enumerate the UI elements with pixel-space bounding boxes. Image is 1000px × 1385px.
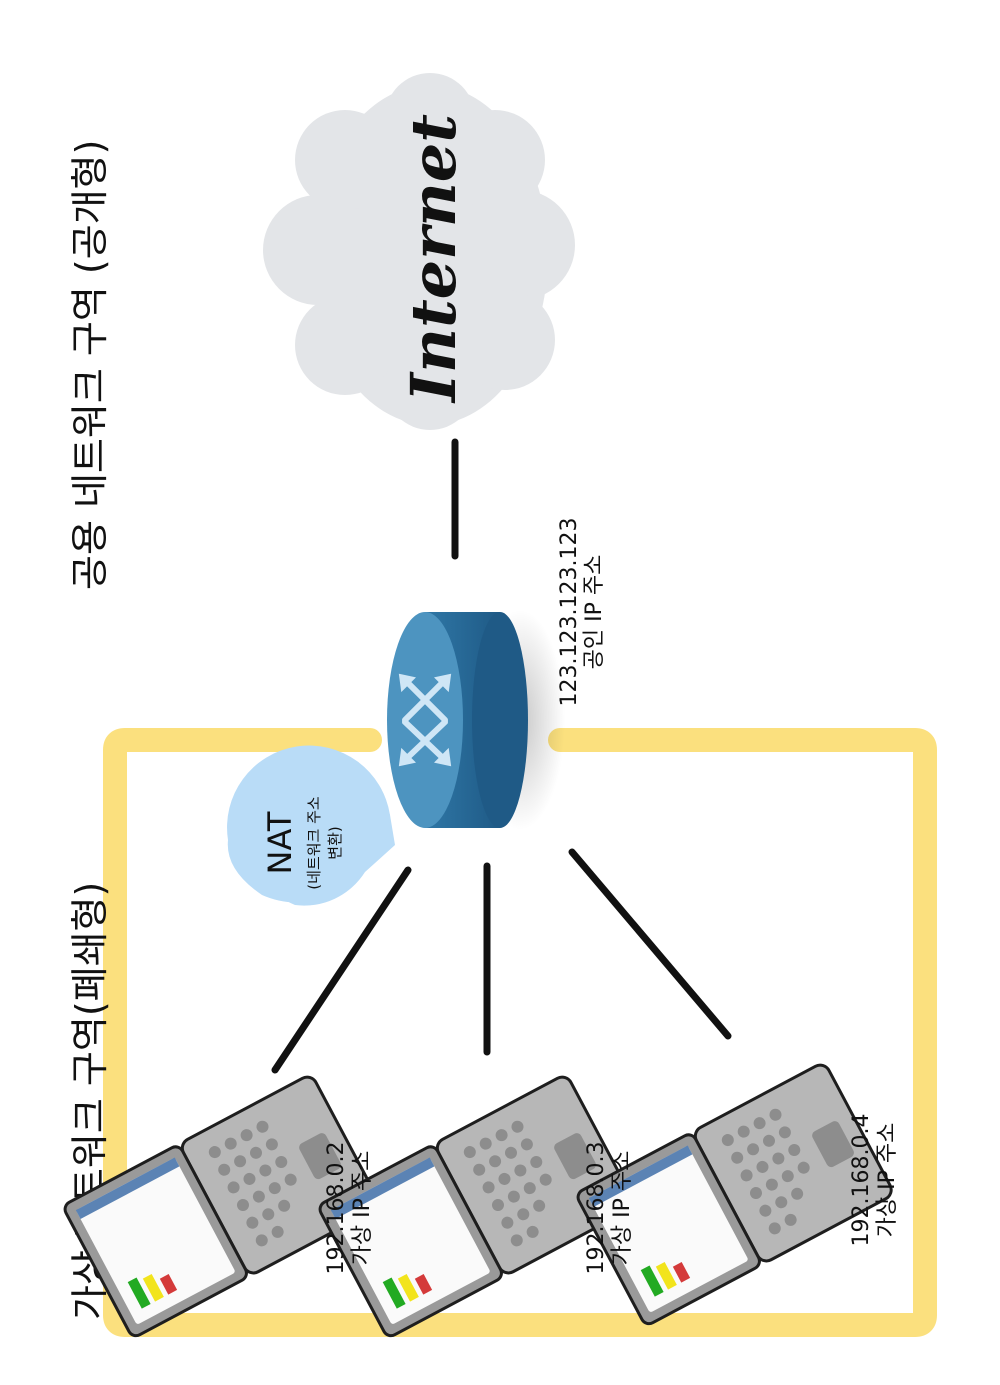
host-ip-type: 가상 IP 주소 bbox=[350, 1151, 375, 1266]
host-label-3: 192.168.0.4 가상 IP 주소 bbox=[849, 1114, 900, 1247]
public-zone-title: 공용 네트워크 구역 (공개형) bbox=[68, 140, 112, 590]
router-icon bbox=[387, 610, 565, 830]
nat-bubble bbox=[227, 745, 395, 906]
link-router-host-3 bbox=[568, 848, 732, 1040]
host-label-1: 192.168.0.2 가상 IP 주소 bbox=[324, 1142, 375, 1275]
host-ip: 192.168.0.2 bbox=[324, 1142, 349, 1275]
host-ip-type: 가상 IP 주소 bbox=[610, 1151, 635, 1266]
internet-label: Internet bbox=[397, 114, 470, 404]
nat-desc-line2: 변환) bbox=[326, 826, 344, 859]
nat-title: NAT bbox=[261, 811, 299, 874]
router-ip-type: 공인 IP 주소 bbox=[582, 555, 607, 670]
host-ip: 192.168.0.3 bbox=[584, 1142, 609, 1275]
links bbox=[271, 438, 732, 1074]
nat-desc-line1: (네트워크 주소 bbox=[305, 796, 323, 890]
host-ip: 192.168.0.4 bbox=[849, 1114, 874, 1247]
host-label-2: 192.168.0.3 가상 IP 주소 bbox=[584, 1142, 635, 1275]
private-zone-border bbox=[103, 728, 937, 1337]
link-router-host-1 bbox=[271, 866, 412, 1074]
cloud-icon bbox=[263, 73, 575, 430]
router-ip: 123.123.123.123 bbox=[557, 518, 582, 707]
host-ip-type: 가상 IP 주소 bbox=[875, 1123, 900, 1238]
